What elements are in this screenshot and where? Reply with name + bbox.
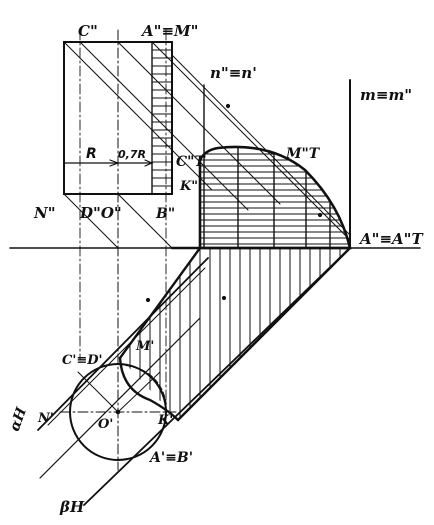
label-k-prime: K' <box>157 413 173 428</box>
label-c-d: C'≡D' <box>62 353 102 368</box>
label-m-line: m≡m" <box>360 86 412 104</box>
label-n-prime: N' <box>37 411 54 426</box>
label-b-front: B" <box>155 206 175 222</box>
label-c-front: C" <box>78 22 98 40</box>
label-alpha: αH <box>7 405 31 434</box>
section-true-shape <box>198 145 352 250</box>
cylinder-band-hatching <box>129 248 341 420</box>
label-m-t: M"T <box>285 146 321 162</box>
trace-beta <box>83 247 351 506</box>
label-d-o: D"O" <box>79 204 122 222</box>
label-07r: 0,7R <box>118 148 146 161</box>
label-a-front: A"≡M" <box>140 22 198 40</box>
label-n-bottom: N" <box>33 204 56 222</box>
front-hatching <box>152 49 172 187</box>
label-beta: βH <box>59 498 85 516</box>
label-n-front: n"≡n' <box>210 64 257 82</box>
label-o-prime: O' <box>98 417 113 432</box>
label-k-front: K" <box>179 179 198 194</box>
label-c-t: C"T <box>176 154 206 170</box>
label-a-at: A"≡A"T <box>358 230 424 248</box>
label-m-prime: M' <box>135 339 154 354</box>
label-r: R <box>86 146 97 162</box>
label-a-b: A'≡B' <box>148 450 193 466</box>
trace-alpha <box>37 257 209 431</box>
